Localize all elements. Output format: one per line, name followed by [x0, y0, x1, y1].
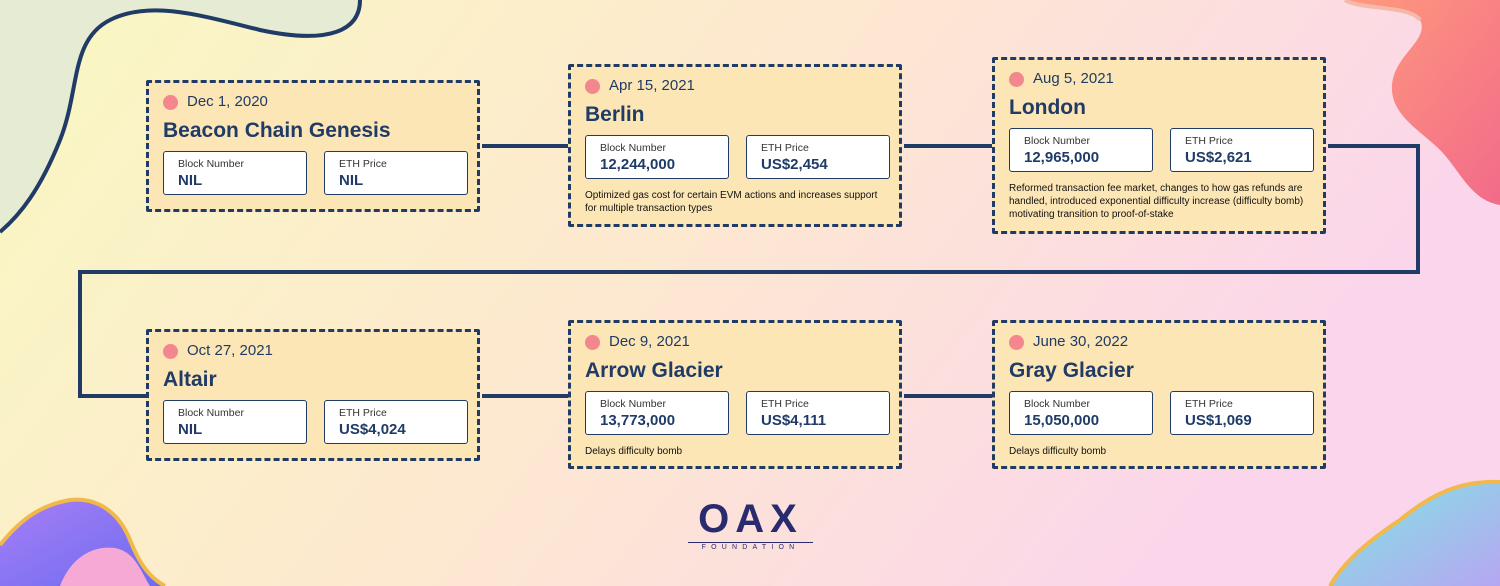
bottom-left-blob-pink: [60, 547, 150, 586]
milestone-dot-icon: [1009, 72, 1024, 87]
top-right-blob-outline: [1343, 0, 1422, 22]
milestone-name: Gray Glacier: [1009, 359, 1134, 382]
block-number-field: Block Number 15,050,000: [1009, 391, 1153, 435]
block-number-value: 13,773,000: [600, 412, 676, 429]
eth-price-field: ETH Price US$4,111: [746, 391, 890, 435]
milestone-date: Dec 9, 2021: [609, 333, 690, 350]
milestone-name: Arrow Glacier: [585, 359, 723, 382]
bottom-right-blob-outline: [1328, 479, 1500, 586]
milestone-card-berlin: Apr 15, 2021 Berlin Block Number 12,244,…: [568, 64, 902, 227]
block-number-label: Block Number: [1024, 135, 1090, 147]
block-number-value: 12,244,000: [600, 156, 676, 173]
block-number-field: Block Number 13,773,000: [585, 391, 729, 435]
eth-price-label: ETH Price: [761, 142, 809, 154]
milestone-date: June 30, 2022: [1033, 333, 1129, 350]
milestone-date: Aug 5, 2021: [1033, 70, 1114, 87]
top-left-blob-outline: [0, 0, 362, 234]
milestone-description: Reformed transaction fee market, changes…: [1009, 183, 1304, 220]
eth-price-label: ETH Price: [339, 158, 387, 170]
block-number-label: Block Number: [1024, 398, 1090, 410]
eth-price-label: ETH Price: [761, 398, 809, 410]
block-number-label: Block Number: [600, 398, 666, 410]
milestone-description: Delays difficulty bomb: [585, 446, 683, 457]
milestone-dot-icon: [1009, 335, 1024, 350]
block-number-field: Block Number 12,244,000: [585, 135, 729, 179]
milestone-description: Optimized gas cost for certain EVM actio…: [585, 190, 878, 214]
logo-subtitle: FOUNDATION: [688, 542, 813, 553]
eth-price-field: ETH Price NIL: [324, 151, 468, 195]
block-number-label: Block Number: [600, 142, 666, 154]
eth-price-value: US$4,024: [339, 421, 406, 438]
bottom-left-blob-outline: [0, 497, 166, 586]
block-number-value: 12,965,000: [1024, 149, 1100, 166]
milestone-dot-icon: [163, 95, 178, 110]
milestone-dot-icon: [585, 79, 600, 94]
milestone-date: Dec 1, 2020: [187, 93, 268, 110]
eth-price-value: US$2,454: [761, 156, 828, 173]
eth-price-field: ETH Price US$2,621: [1170, 128, 1314, 172]
milestone-card-altair: Oct 27, 2021 Altair Block Number NIL ETH…: [146, 329, 480, 461]
eth-price-label: ETH Price: [1185, 398, 1233, 410]
bottom-right-blob: [1330, 481, 1500, 586]
top-left-blob: [0, 0, 360, 230]
logo-mark: OAX: [698, 497, 803, 541]
eth-price-value: US$2,621: [1185, 149, 1252, 166]
eth-price-value: NIL: [339, 172, 364, 189]
milestone-card-london: Aug 5, 2021 London Block Number 12,965,0…: [992, 57, 1326, 234]
milestone-card-beacon-chain-genesis: Dec 1, 2020 Beacon Chain Genesis Block N…: [146, 80, 480, 212]
block-number-label: Block Number: [178, 407, 244, 419]
milestone-name: London: [1009, 96, 1086, 119]
eth-price-value: US$4,111: [761, 412, 827, 429]
block-number-value: NIL: [178, 172, 203, 189]
eth-price-field: ETH Price US$1,069: [1170, 391, 1314, 435]
block-number-field: Block Number NIL: [163, 400, 307, 444]
eth-price-label: ETH Price: [1185, 135, 1233, 147]
top-right-blob: [1345, 0, 1500, 205]
block-number-field: Block Number NIL: [163, 151, 307, 195]
milestone-name: Beacon Chain Genesis: [163, 119, 391, 142]
eth-price-label: ETH Price: [339, 407, 387, 419]
eth-price-field: ETH Price US$2,454: [746, 135, 890, 179]
block-number-value: NIL: [178, 421, 203, 438]
milestone-name: Altair: [163, 368, 217, 391]
oax-foundation-logo: OAX FOUNDATION: [688, 496, 813, 553]
eth-price-field: ETH Price US$4,024: [324, 400, 468, 444]
milestone-card-arrow-glacier: Dec 9, 2021 Arrow Glacier Block Number 1…: [568, 320, 902, 469]
milestone-card-gray-glacier: June 30, 2022 Gray Glacier Block Number …: [992, 320, 1326, 469]
milestone-dot-icon: [585, 335, 600, 350]
block-number-field: Block Number 12,965,000: [1009, 128, 1153, 172]
milestone-dot-icon: [163, 344, 178, 359]
eth-price-value: US$1,069: [1185, 412, 1252, 429]
milestone-description: Delays difficulty bomb: [1009, 446, 1107, 457]
milestone-date: Apr 15, 2021: [609, 77, 695, 94]
milestone-name: Berlin: [585, 103, 645, 126]
block-number-label: Block Number: [178, 158, 244, 170]
block-number-value: 15,050,000: [1024, 412, 1100, 429]
timeline-path: [78, 144, 1420, 398]
milestone-date: Oct 27, 2021: [187, 342, 273, 359]
